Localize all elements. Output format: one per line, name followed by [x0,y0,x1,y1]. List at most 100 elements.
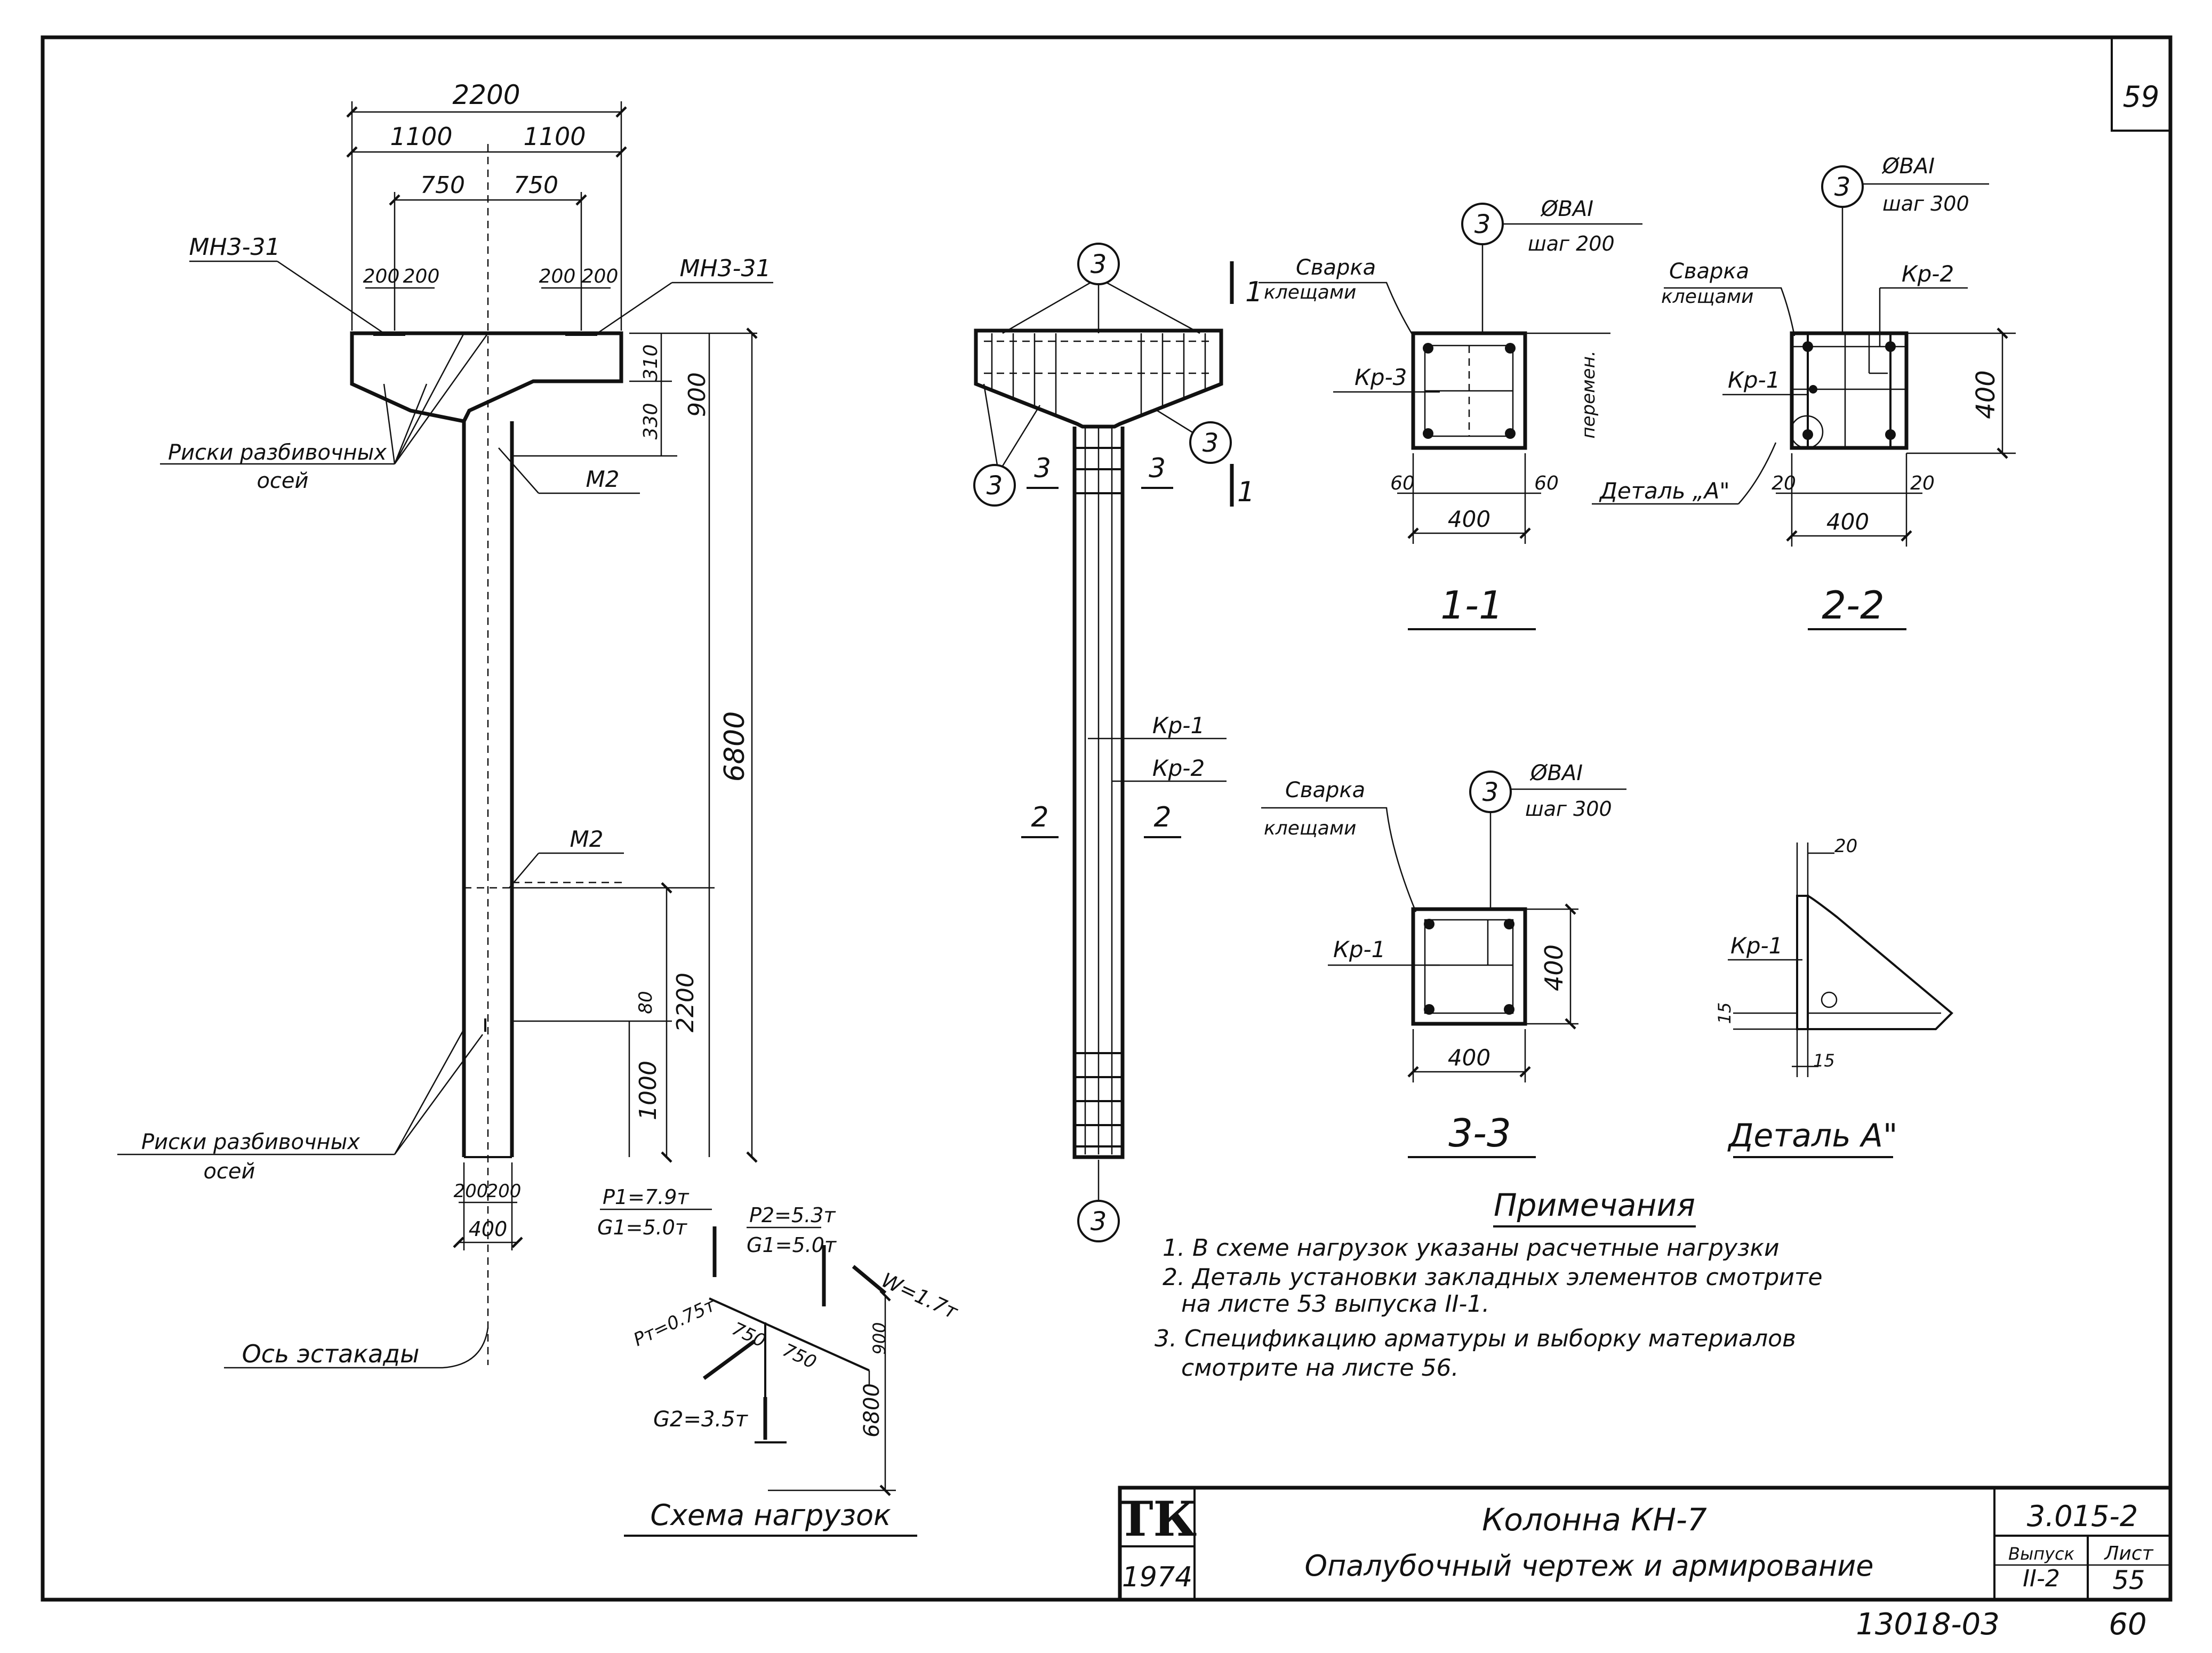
section-3-3-dim-400-vertical: 400 [1540,944,1568,991]
section-1-1-dim-400: 400 [1448,506,1490,532]
title-block-logo: ТК [1118,1491,1197,1547]
section-1-1-weld-2: клещами [1264,282,1356,303]
label-mn3-right: МН3-31 [680,255,771,282]
section-2-2-rebar: ØBAI [1881,154,1935,179]
dim-750-left: 750 [420,172,465,199]
section-1-1-dim-60-left: 60 [1390,472,1415,494]
section-3-3-rebar: ØBAI [1529,761,1583,785]
section-3-3-dim-400: 400 [1448,1045,1490,1071]
section-1-1-dim-60-right: 60 [1534,472,1559,494]
section-1-1-rebar: ØBAI [1540,197,1593,221]
label-kr1-center: Кр-1 [1152,712,1205,739]
dim-900: 900 [684,372,711,417]
reinforcement-view: 3 3 3 3 1 1 3 3 2 2 Кр-1 Кр-2 [973,243,1263,1242]
reinforced-shaft-outline [1072,427,1125,1159]
section-3-3-kr1: Кр-1 [1333,936,1385,962]
section-2-2-position: 3 [1834,172,1851,202]
dim-2200: 2200 [452,79,520,110]
column-shaft-outline [462,421,514,1157]
section-2-2-step: шаг 300 [1882,192,1969,215]
section-2-2-outline [1790,331,1909,450]
section-2-2-dim-400: 400 [1826,509,1869,535]
section-3-3-outline [1411,907,1527,1026]
section-1-1-step: шаг 200 [1528,232,1615,255]
label-kr2-center: Кр-2 [1152,755,1205,781]
dim-400-bottom: 400 [469,1217,508,1241]
section-1-top-label: 1 [1245,276,1263,308]
load-w: W=1.7т [878,1268,962,1324]
section-2-2-detail-circle [1790,415,1824,449]
detail-a: 20 Кр-1 15 15 Деталь А" [1714,836,1953,1158]
footer-archive-number: 13018-03 [1856,1607,2000,1642]
dim-6800: 6800 [719,711,751,782]
notes-title: Примечания [1494,1187,1695,1223]
title-block-sheet-label: Лист [2103,1543,2153,1564]
dim-1100-right: 1100 [523,122,586,151]
section-2-2-dim-400-vertical: 400 [1971,370,2001,419]
position-3-circle-left [973,464,1016,507]
notes-line-3: на листе 53 выпуска II-1. [1181,1290,1489,1318]
title-block-subtitle: Опалубочный чертеж и армирование [1304,1549,1873,1583]
dim-1100-left: 1100 [390,122,452,151]
load-g1-right: G1=5.0т [747,1233,837,1257]
section-3-3-step: шаг 300 [1525,797,1612,821]
label-risks-bottom-line2: осей [203,1159,255,1184]
label-risks-top-line1: Риски разбивочных [168,440,387,465]
label-risks-bottom-line1: Риски разбивочных [141,1130,360,1154]
section-3-3-title: 3-3 [1448,1111,1511,1156]
detail-a-title: Деталь А" [1727,1117,1898,1154]
label-axis-estacade: Ось эстакады [242,1339,420,1368]
section-1-1-detail-ref: Деталь „А" [1599,478,1730,504]
dim-80: 80 [635,991,656,1014]
detail-a-dim-15-bottom: 15 [1813,1050,1835,1071]
dim-200-d: 200 [582,266,619,287]
section-1-1-variable: перемен. [1578,350,1599,438]
notes: Примечания 1. В схеме нагрузок указаны р… [1155,1187,1823,1382]
notes-line-5: смотрите на листе 56. [1181,1354,1458,1382]
section-1-1-kr3: Кр-3 [1355,364,1407,390]
load-g1-left: G1=5.0т [597,1216,688,1239]
notes-line-2: 2. Деталь установки закладных элементов … [1163,1264,1823,1291]
section-3-3: 3 ØBAI шаг 300 Сварка клещами Кр-1 400 4… [1261,761,1626,1158]
section-1-1-title: 1-1 [1440,583,1503,628]
section-2-2-kr2: Кр-2 [1902,261,1954,287]
section-1-bottom-label: 1 [1237,476,1255,508]
load-dim-6800: 6800 [860,1383,884,1438]
load-scheme-title: Схема нагрузок [650,1498,891,1532]
position-3-circle-right [1189,421,1232,464]
main-elevation: 2200 1100 1100 750 750 200 200 200 200 М… [117,79,773,1369]
load-dim-900: 900 [869,1322,889,1354]
load-p2: P2=5.3т [749,1203,836,1227]
section-3-3-weld-2: клещами [1264,817,1356,839]
sheet-number-box: 59 [2111,37,2170,132]
section-3-left-label: 3 [1034,453,1051,484]
notes-line-4: 3. Спецификацию арматуры и выборку матер… [1155,1325,1796,1352]
section-3-3-weld-1: Сварка [1285,778,1365,803]
label-m2-mid: М2 [570,826,604,852]
sheet-number: 59 [2123,80,2160,114]
detail-a-dim-15-left: 15 [1714,1002,1735,1024]
notes-line-1: 1. В схеме нагрузок указаны расчетные на… [1163,1234,1780,1262]
section-2-2-dim-20-left: 20 [1772,472,1796,494]
detail-a-kr1: Кр-1 [1730,933,1783,959]
section-1-1-weld-1: Сварка [1296,255,1376,280]
section-2-2-weld-1: Сварка [1669,259,1749,284]
column-head-outline [350,331,623,423]
section-2-2-weld-2: клещами [1661,286,1753,308]
section-2-2: 3 ØBAI шаг 300 Сварка клещами Кр-2 Кр-1 … [1661,154,2016,630]
dim-1000: 1000 [635,1061,662,1120]
section-2-2-title: 2-2 [1822,583,1885,628]
title-block-issue: II-2 [2023,1565,2060,1592]
dim-2200-vertical: 2200 [672,973,699,1032]
detail-a-dim-20: 20 [1834,836,1857,857]
section-2-left-label: 2 [1031,801,1048,833]
title-block: ТК 1974 Колонна КН-7 Опалубочный чертеж … [1118,1486,2173,1602]
load-pt: Pт=0.75т [630,1294,719,1351]
load-g2: G2=3.5т [653,1407,749,1432]
label-risks-top-line2: осей [257,469,308,493]
position-3-left: 3 [987,471,1003,501]
load-p1: P1=7.9т [603,1185,690,1209]
section-1-1-outline [1411,331,1527,450]
dim-330: 330 [640,403,662,440]
dim-750-right: 750 [514,172,558,199]
